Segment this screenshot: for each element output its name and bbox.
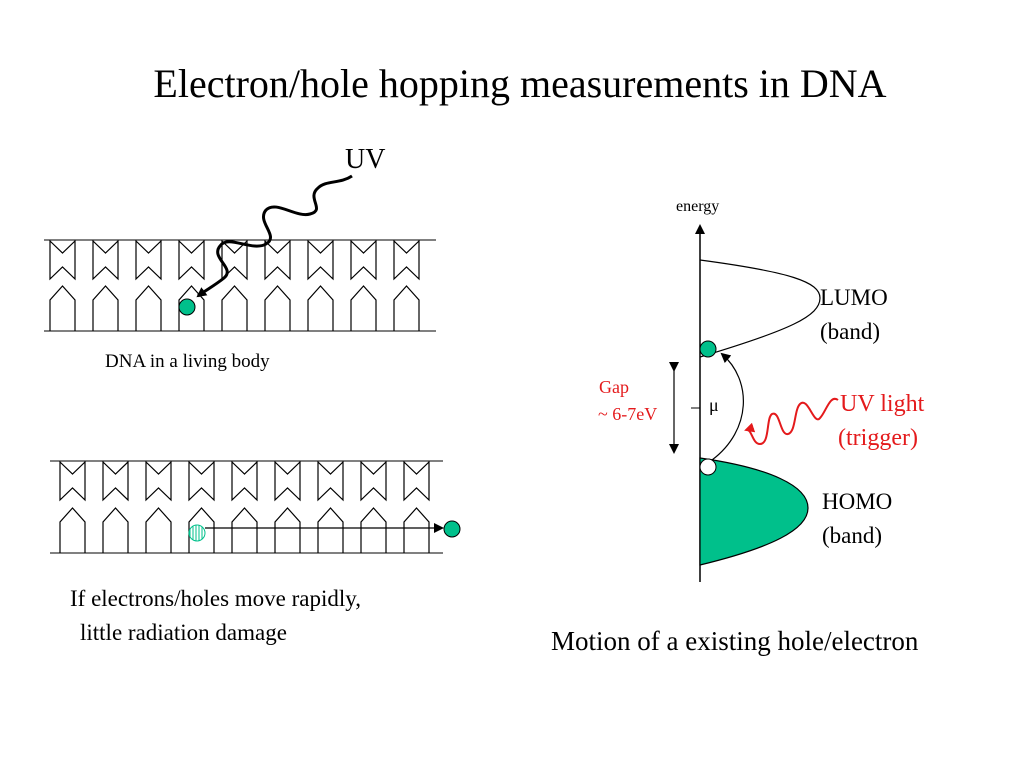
slide-title: Electron/hole hopping measurements in DN… xyxy=(153,61,887,106)
dna-strand-fast-transfer xyxy=(50,460,443,554)
dna-base-lower xyxy=(403,507,430,553)
dna-base-upper xyxy=(178,239,205,281)
homo-band-label: (band) xyxy=(822,523,883,548)
lumo-band-curve xyxy=(699,259,821,358)
dna-base-upper xyxy=(59,460,86,502)
dna-base-upper xyxy=(145,460,172,502)
fast-move-caption-line1: If electrons/holes move rapidly, xyxy=(70,586,362,611)
dna-living-caption: DNA in a living body xyxy=(105,351,270,372)
gap-label: Gap xyxy=(599,377,629,397)
dna-base-lower xyxy=(274,507,301,553)
dna-upper-bases xyxy=(49,239,420,281)
dna-base-lower xyxy=(102,507,129,553)
electron-dot-moved xyxy=(443,520,461,538)
electron-dot-living xyxy=(178,298,196,316)
dna-base-upper xyxy=(274,460,301,502)
dna-base-upper xyxy=(188,460,215,502)
uv-light-label: UV light xyxy=(840,391,925,417)
uv-trigger-label: (trigger) xyxy=(838,425,918,451)
dna-base-upper xyxy=(92,239,119,281)
dna-base-upper xyxy=(317,460,344,502)
dna-base-lower xyxy=(221,285,248,331)
dna-base-lower xyxy=(59,507,86,553)
dna-base-upper xyxy=(350,239,377,281)
dna-base-upper xyxy=(360,460,387,502)
dna-base-upper xyxy=(102,460,129,502)
dna-base-lower xyxy=(178,285,205,331)
dna-lower-bases xyxy=(49,285,420,331)
energy-band-diagram xyxy=(669,224,839,582)
uv-photon-arrow xyxy=(196,174,353,298)
hole-dot xyxy=(699,458,717,476)
uv-label: UV xyxy=(345,144,386,175)
dna-base-lower xyxy=(393,285,420,331)
dna-base-lower xyxy=(350,285,377,331)
excitation-arrow xyxy=(711,352,744,461)
dna-base-upper xyxy=(49,239,76,281)
fast-move-caption-line2: little radiation damage xyxy=(80,620,287,645)
former-electron-position xyxy=(188,524,206,542)
energy-axis-label: energy xyxy=(676,198,720,215)
homo-label: HOMO xyxy=(822,489,893,514)
dna-base-upper xyxy=(307,239,334,281)
dna-base-lower xyxy=(145,507,172,553)
excited-electron-dot xyxy=(699,340,717,358)
dna-base-lower xyxy=(317,507,344,553)
chemical-potential-label: μ xyxy=(709,395,719,415)
gap-value-label: ~ 6-7eV xyxy=(598,404,658,424)
dna-base-lower xyxy=(231,507,258,553)
dna-base-lower xyxy=(307,285,334,331)
dna2-lower-bases xyxy=(59,507,430,553)
dna-base-upper xyxy=(231,460,258,502)
dna-base-lower xyxy=(92,285,119,331)
motion-caption: Motion of a existing hole/electron xyxy=(551,626,919,656)
dna-base-upper xyxy=(393,239,420,281)
dna2-upper-bases xyxy=(59,460,430,502)
lumo-band-label: (band) xyxy=(820,319,881,344)
dna-base-lower xyxy=(49,285,76,331)
dna-base-lower xyxy=(360,507,387,553)
dna-base-upper xyxy=(403,460,430,502)
lumo-label: LUMO xyxy=(820,285,888,310)
dna-base-upper xyxy=(264,239,291,281)
dna-base-lower xyxy=(135,285,162,331)
uv-light-wave xyxy=(744,397,839,446)
dna-strand-living xyxy=(44,239,436,332)
dna-base-upper xyxy=(135,239,162,281)
dna-base-lower xyxy=(264,285,291,331)
homo-band-filled xyxy=(699,457,809,566)
